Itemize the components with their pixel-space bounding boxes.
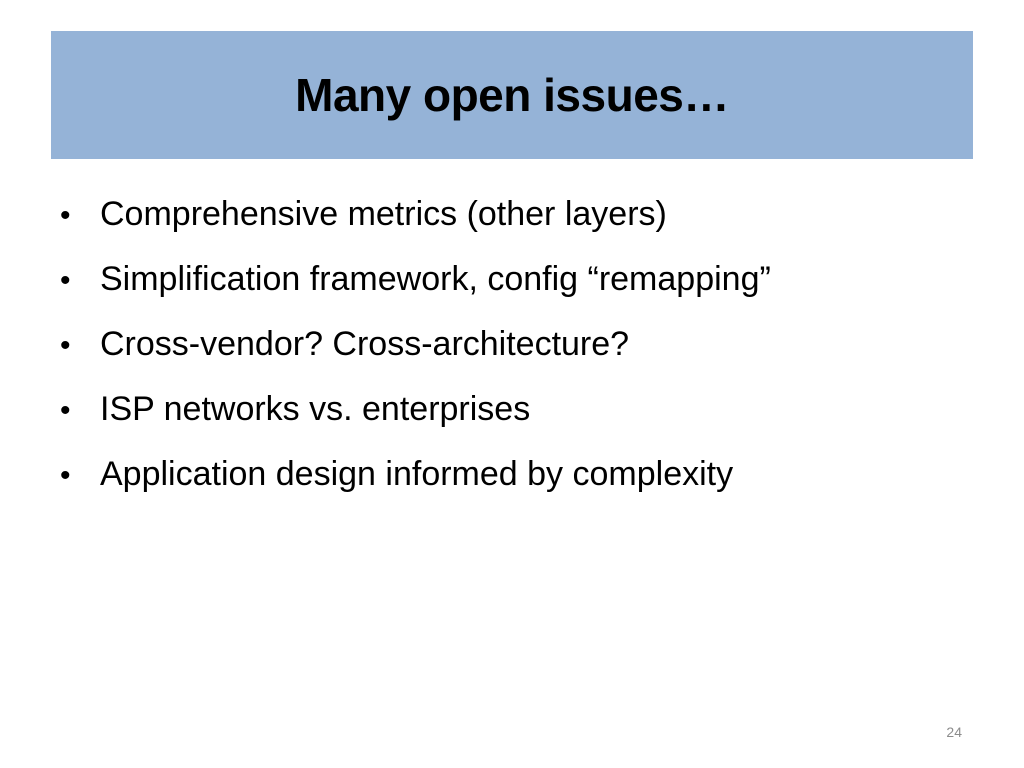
bullet-text: ISP networks vs. enterprises (100, 390, 531, 428)
bullet-icon: • (60, 199, 71, 232)
bullet-icon: • (60, 394, 71, 427)
slide-title: Many open issues… (295, 69, 729, 121)
bullet-text: Application design informed by complexit… (100, 455, 734, 493)
bullet-item: • Application design informed by complex… (60, 448, 980, 513)
bullet-icon: • (60, 329, 71, 362)
bullet-item: • Cross-vendor? Cross-architecture? (60, 318, 980, 383)
bullet-item: • ISP networks vs. enterprises (60, 383, 980, 448)
title-bar: Many open issues… (51, 31, 973, 159)
page-number: 24 (946, 724, 962, 740)
bullet-item: • Simplification framework, config “rema… (60, 253, 980, 318)
bullet-text: Comprehensive metrics (other layers) (100, 195, 667, 233)
bullet-icon: • (60, 264, 71, 297)
bullet-list: • Comprehensive metrics (other layers) •… (60, 188, 980, 513)
bullet-text: Cross-vendor? Cross-architecture? (100, 325, 630, 363)
bullet-item: • Comprehensive metrics (other layers) (60, 188, 980, 253)
bullet-icon: • (60, 459, 71, 492)
bullet-text: Simplification framework, config “remapp… (100, 260, 771, 298)
